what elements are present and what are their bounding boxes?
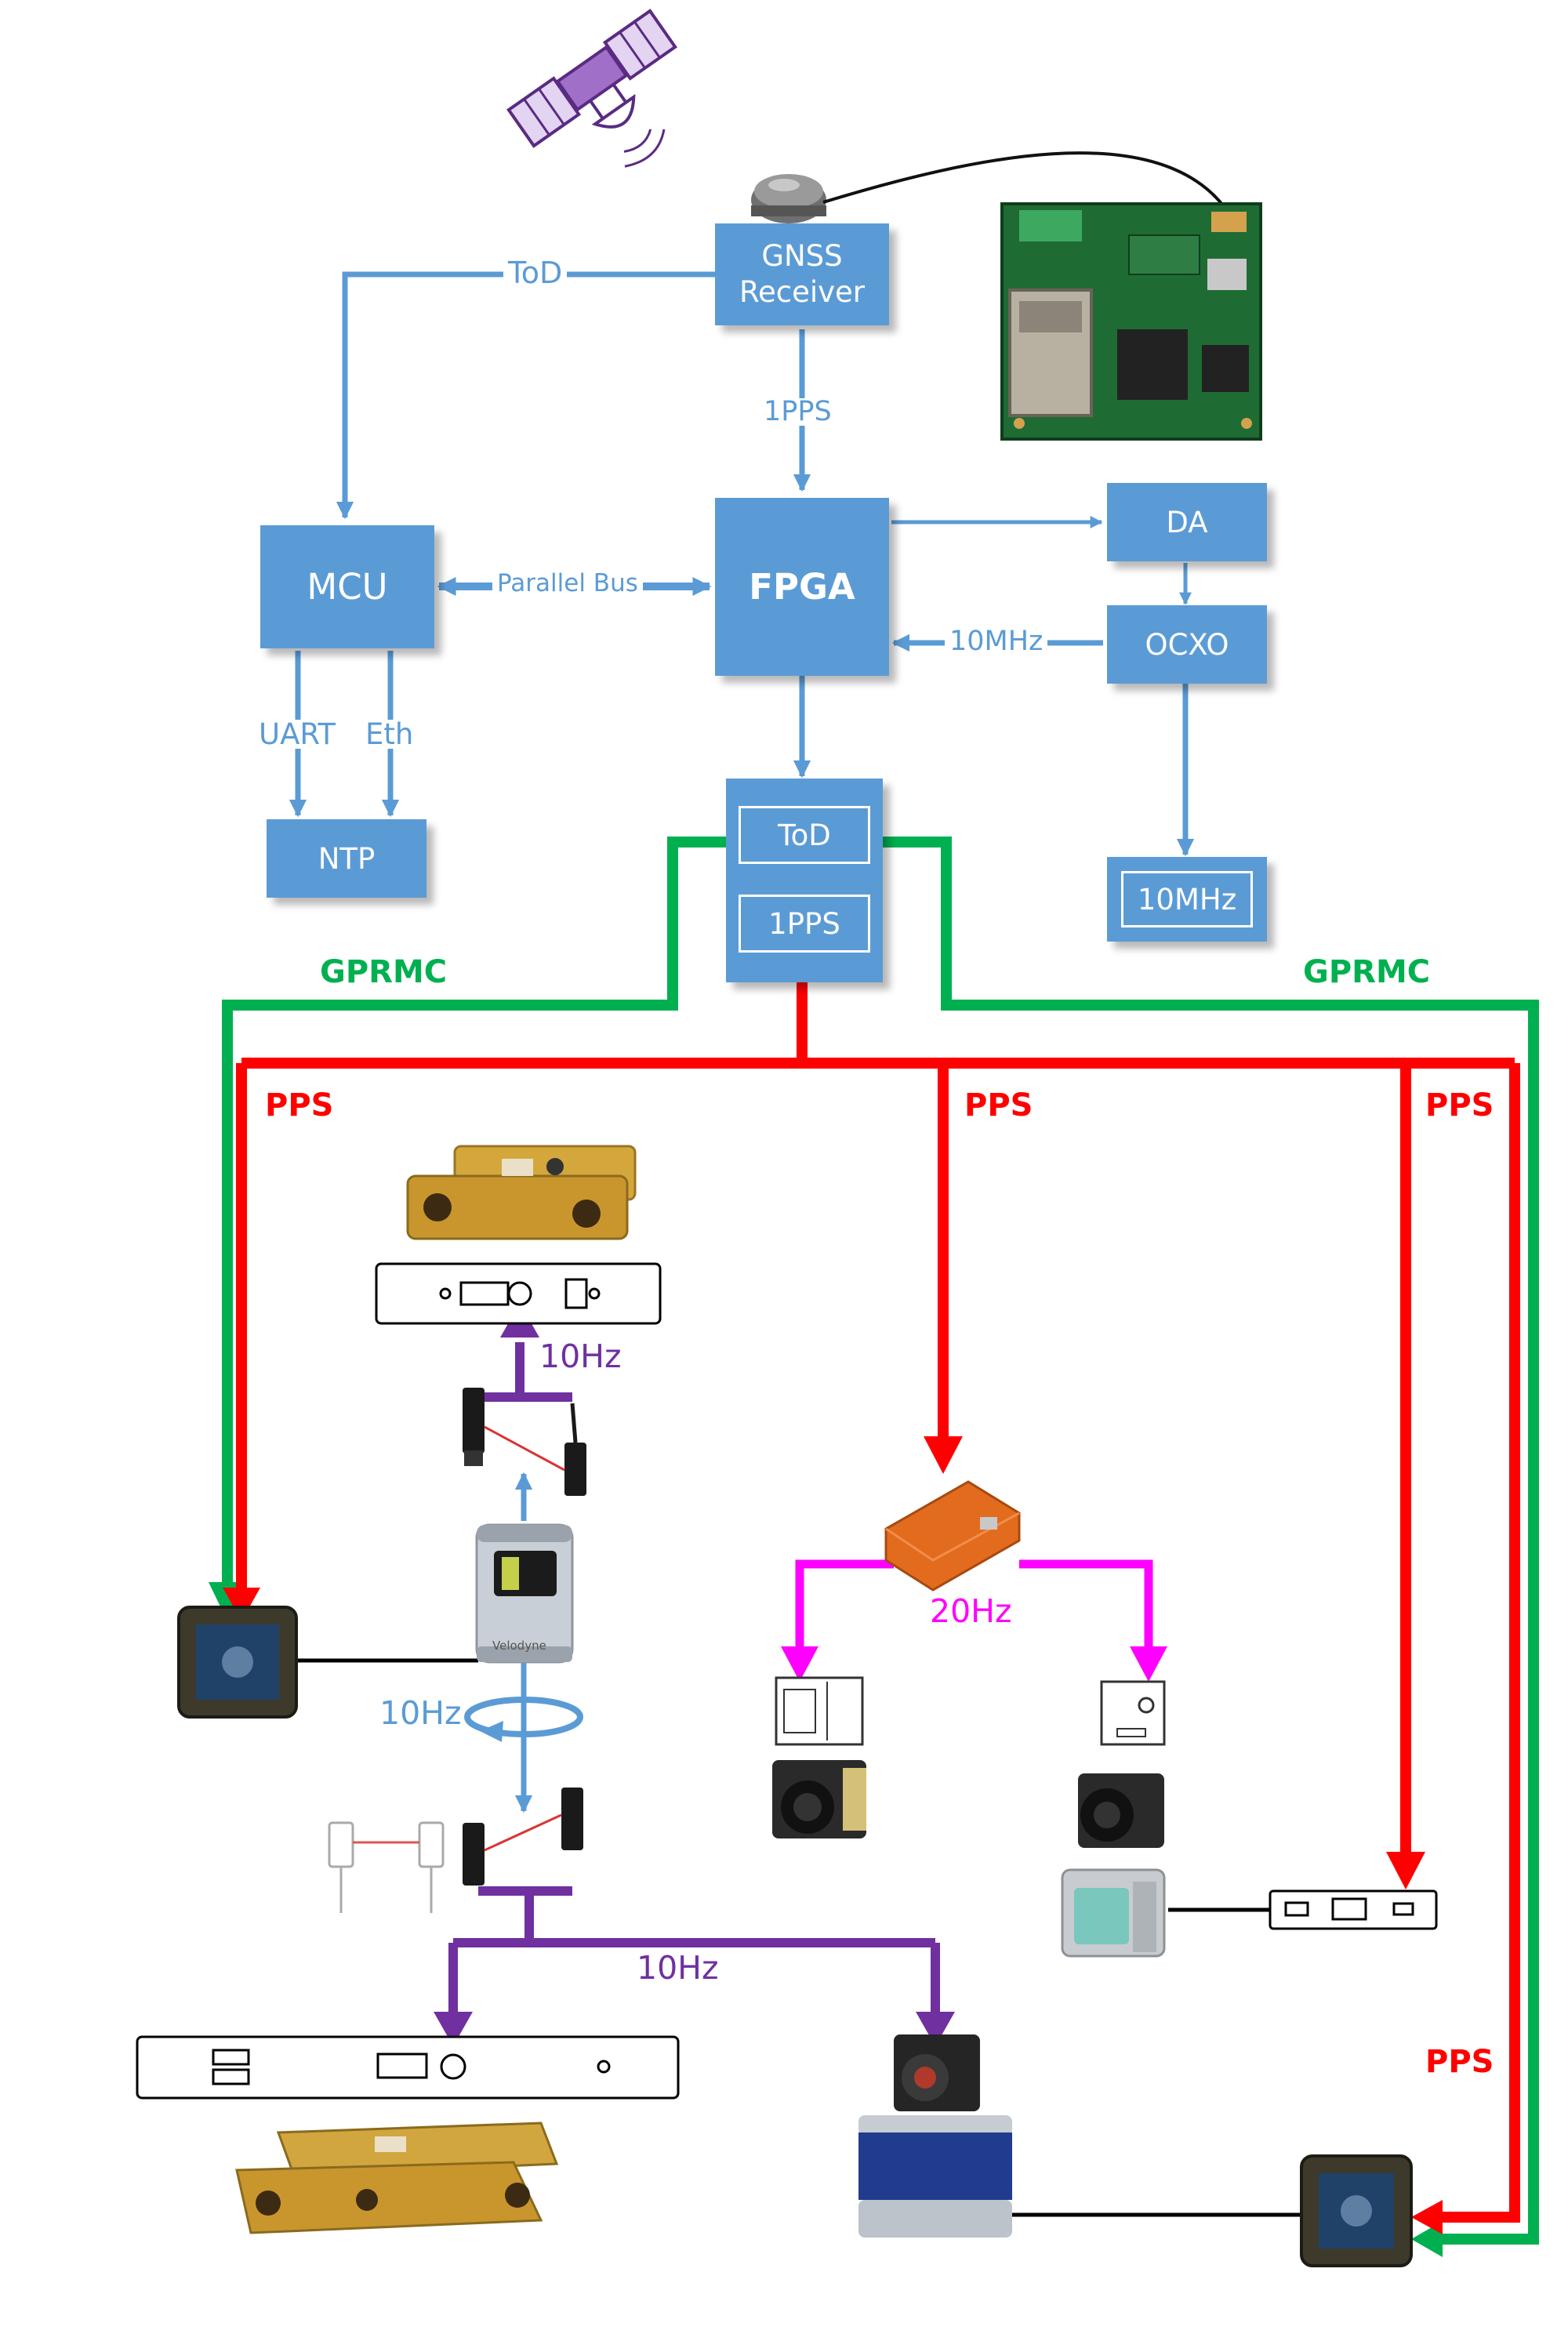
imu-to-right-camera-line — [1019, 1559, 1153, 1650]
stereo-top-10hz-label: 10Hz — [539, 1338, 622, 1375]
gnss-antenna-icon — [751, 174, 826, 223]
rotation-icon — [464, 1697, 583, 1742]
10mhz-output-box: 10MHz — [1107, 857, 1267, 942]
pps-bottom-label: PPS — [1425, 2044, 1494, 2080]
gprmc-left-line — [222, 837, 739, 1588]
pps-right-arrowhead — [1386, 1852, 1425, 1889]
bottom-trigger-left-arrowhead — [434, 2012, 473, 2046]
ntp-box: NTP — [267, 819, 426, 898]
pps-center-label: PPS — [964, 1087, 1033, 1123]
ntp-label: NTP — [318, 841, 376, 876]
sync-box-right-image — [1269, 1889, 1438, 1930]
tod-connector — [336, 271, 715, 520]
imu-right-image — [1300, 2154, 1413, 2267]
ocxo-box: OCXO — [1107, 605, 1267, 684]
gprmc-right-label: GPRMC — [1303, 954, 1431, 990]
da-box: DA — [1107, 483, 1267, 561]
1pps-output-port: 1PPS — [739, 895, 870, 953]
pps-center-arrowhead — [924, 1436, 963, 1474]
da-label: DA — [1166, 505, 1208, 539]
imu-center-image — [884, 1480, 1021, 1592]
mcu-label: MCU — [307, 566, 388, 608]
velodyne-lidar-bottom-image — [858, 2034, 1012, 2238]
mcu-box: MCU — [260, 525, 434, 648]
stereo-camera-top-backpanel — [375, 1262, 662, 1325]
ocxo-label: OCXO — [1145, 627, 1229, 662]
fpga-box: FPGA — [715, 498, 889, 676]
velodyne-brand-label: Velodyne — [492, 1639, 546, 1653]
photoelectric-sensor-upper-image — [463, 1388, 586, 1496]
gnss-receiver-board-image — [1000, 202, 1262, 441]
imu-to-left-camera-arrowhead — [781, 1646, 818, 1682]
imu-left-image — [177, 1606, 298, 1719]
fpga-label: FPGA — [749, 566, 855, 608]
bottom-trigger-10hz-label: 10Hz — [637, 1949, 719, 1987]
satellite-icon — [506, 9, 677, 168]
pps-right-label: PPS — [1425, 1087, 1494, 1123]
imu-to-left-camera-line — [795, 1559, 894, 1650]
tod-edge-label: ToD — [503, 258, 568, 288]
1pps-edge-label: 1PPS — [759, 398, 837, 426]
pps-far-right-arrowhead — [1411, 2200, 1443, 2234]
pps-far-right-line — [1435, 1063, 1520, 2223]
photoelectric-sensor-lower-image — [328, 1788, 583, 1913]
lidar-rotation-10hz-label: 10Hz — [379, 1694, 462, 1732]
stereo-camera-bottom-image — [235, 2122, 559, 2234]
velodyne-lidar-left-image — [475, 1523, 574, 1664]
antenna-cable — [822, 151, 1225, 207]
gnss-receiver-label: GNSS Receiver — [739, 238, 866, 309]
tod-output-port: ToD — [739, 806, 870, 864]
gprmc-left-label: GPRMC — [320, 954, 448, 990]
livox-lidar-image — [1061, 1868, 1166, 1958]
eth-edge-label: Eth — [361, 720, 419, 749]
camera-left-backpanel-image — [775, 1676, 864, 1746]
output-panel-box: ToD 1PPS — [726, 779, 883, 982]
parallel-bus-label: Parallel Bus — [492, 572, 643, 596]
bottom-trigger-right-arrowhead — [916, 2012, 955, 2046]
camera-right-image — [1078, 1773, 1164, 1848]
10mhz-edge-label: 10MHz — [945, 628, 1048, 655]
pps-left-label: PPS — [265, 1087, 334, 1123]
uart-edge-label: UART — [254, 720, 341, 749]
gprmc-right-line — [866, 837, 1539, 2245]
imu-to-right-camera-arrowhead — [1130, 1646, 1167, 1682]
stereo-camera-bottom-backpanel — [136, 2035, 680, 2100]
10mhz-output-port: 10MHz — [1121, 871, 1253, 927]
gnss-receiver-box: GNSS Receiver — [715, 223, 889, 325]
stereo-camera-top-image — [406, 1145, 637, 1240]
20hz-label: 20Hz — [930, 1592, 1012, 1630]
camera-right-backpanel-image — [1100, 1680, 1166, 1746]
pps-left-arrowhead — [223, 1588, 260, 1621]
camera-left-image — [772, 1760, 866, 1838]
